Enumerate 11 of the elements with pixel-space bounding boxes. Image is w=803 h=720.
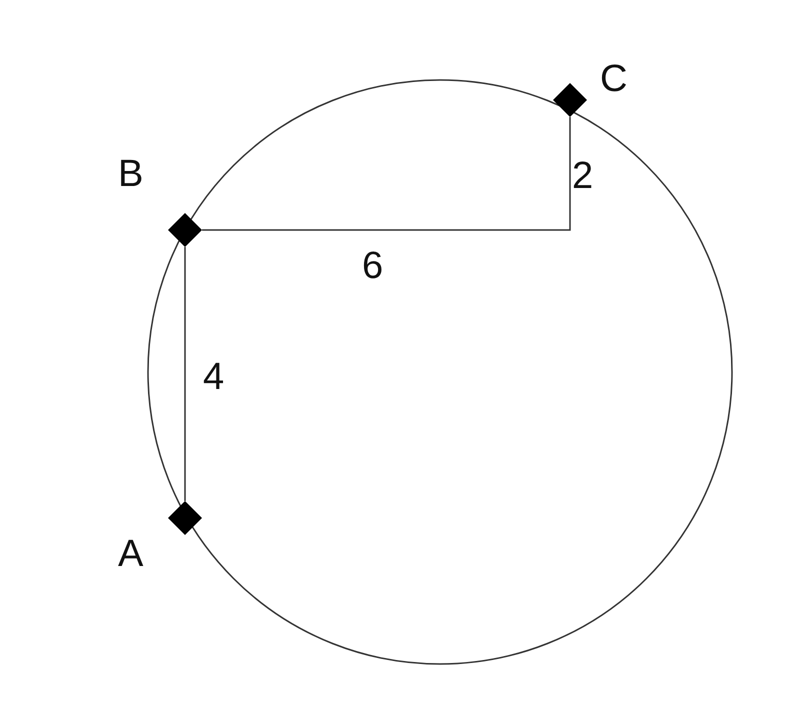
point-label: A	[118, 535, 144, 573]
point-marker	[553, 83, 587, 117]
point-label: C	[600, 60, 628, 98]
length-label: 2	[572, 157, 594, 195]
line-segment	[184, 247, 186, 501]
length-label: 4	[203, 358, 224, 396]
length-label: 6	[362, 247, 384, 285]
point-marker	[168, 501, 202, 535]
point-marker	[168, 213, 202, 247]
point-label: B	[118, 155, 144, 193]
line-segment	[202, 117, 571, 231]
